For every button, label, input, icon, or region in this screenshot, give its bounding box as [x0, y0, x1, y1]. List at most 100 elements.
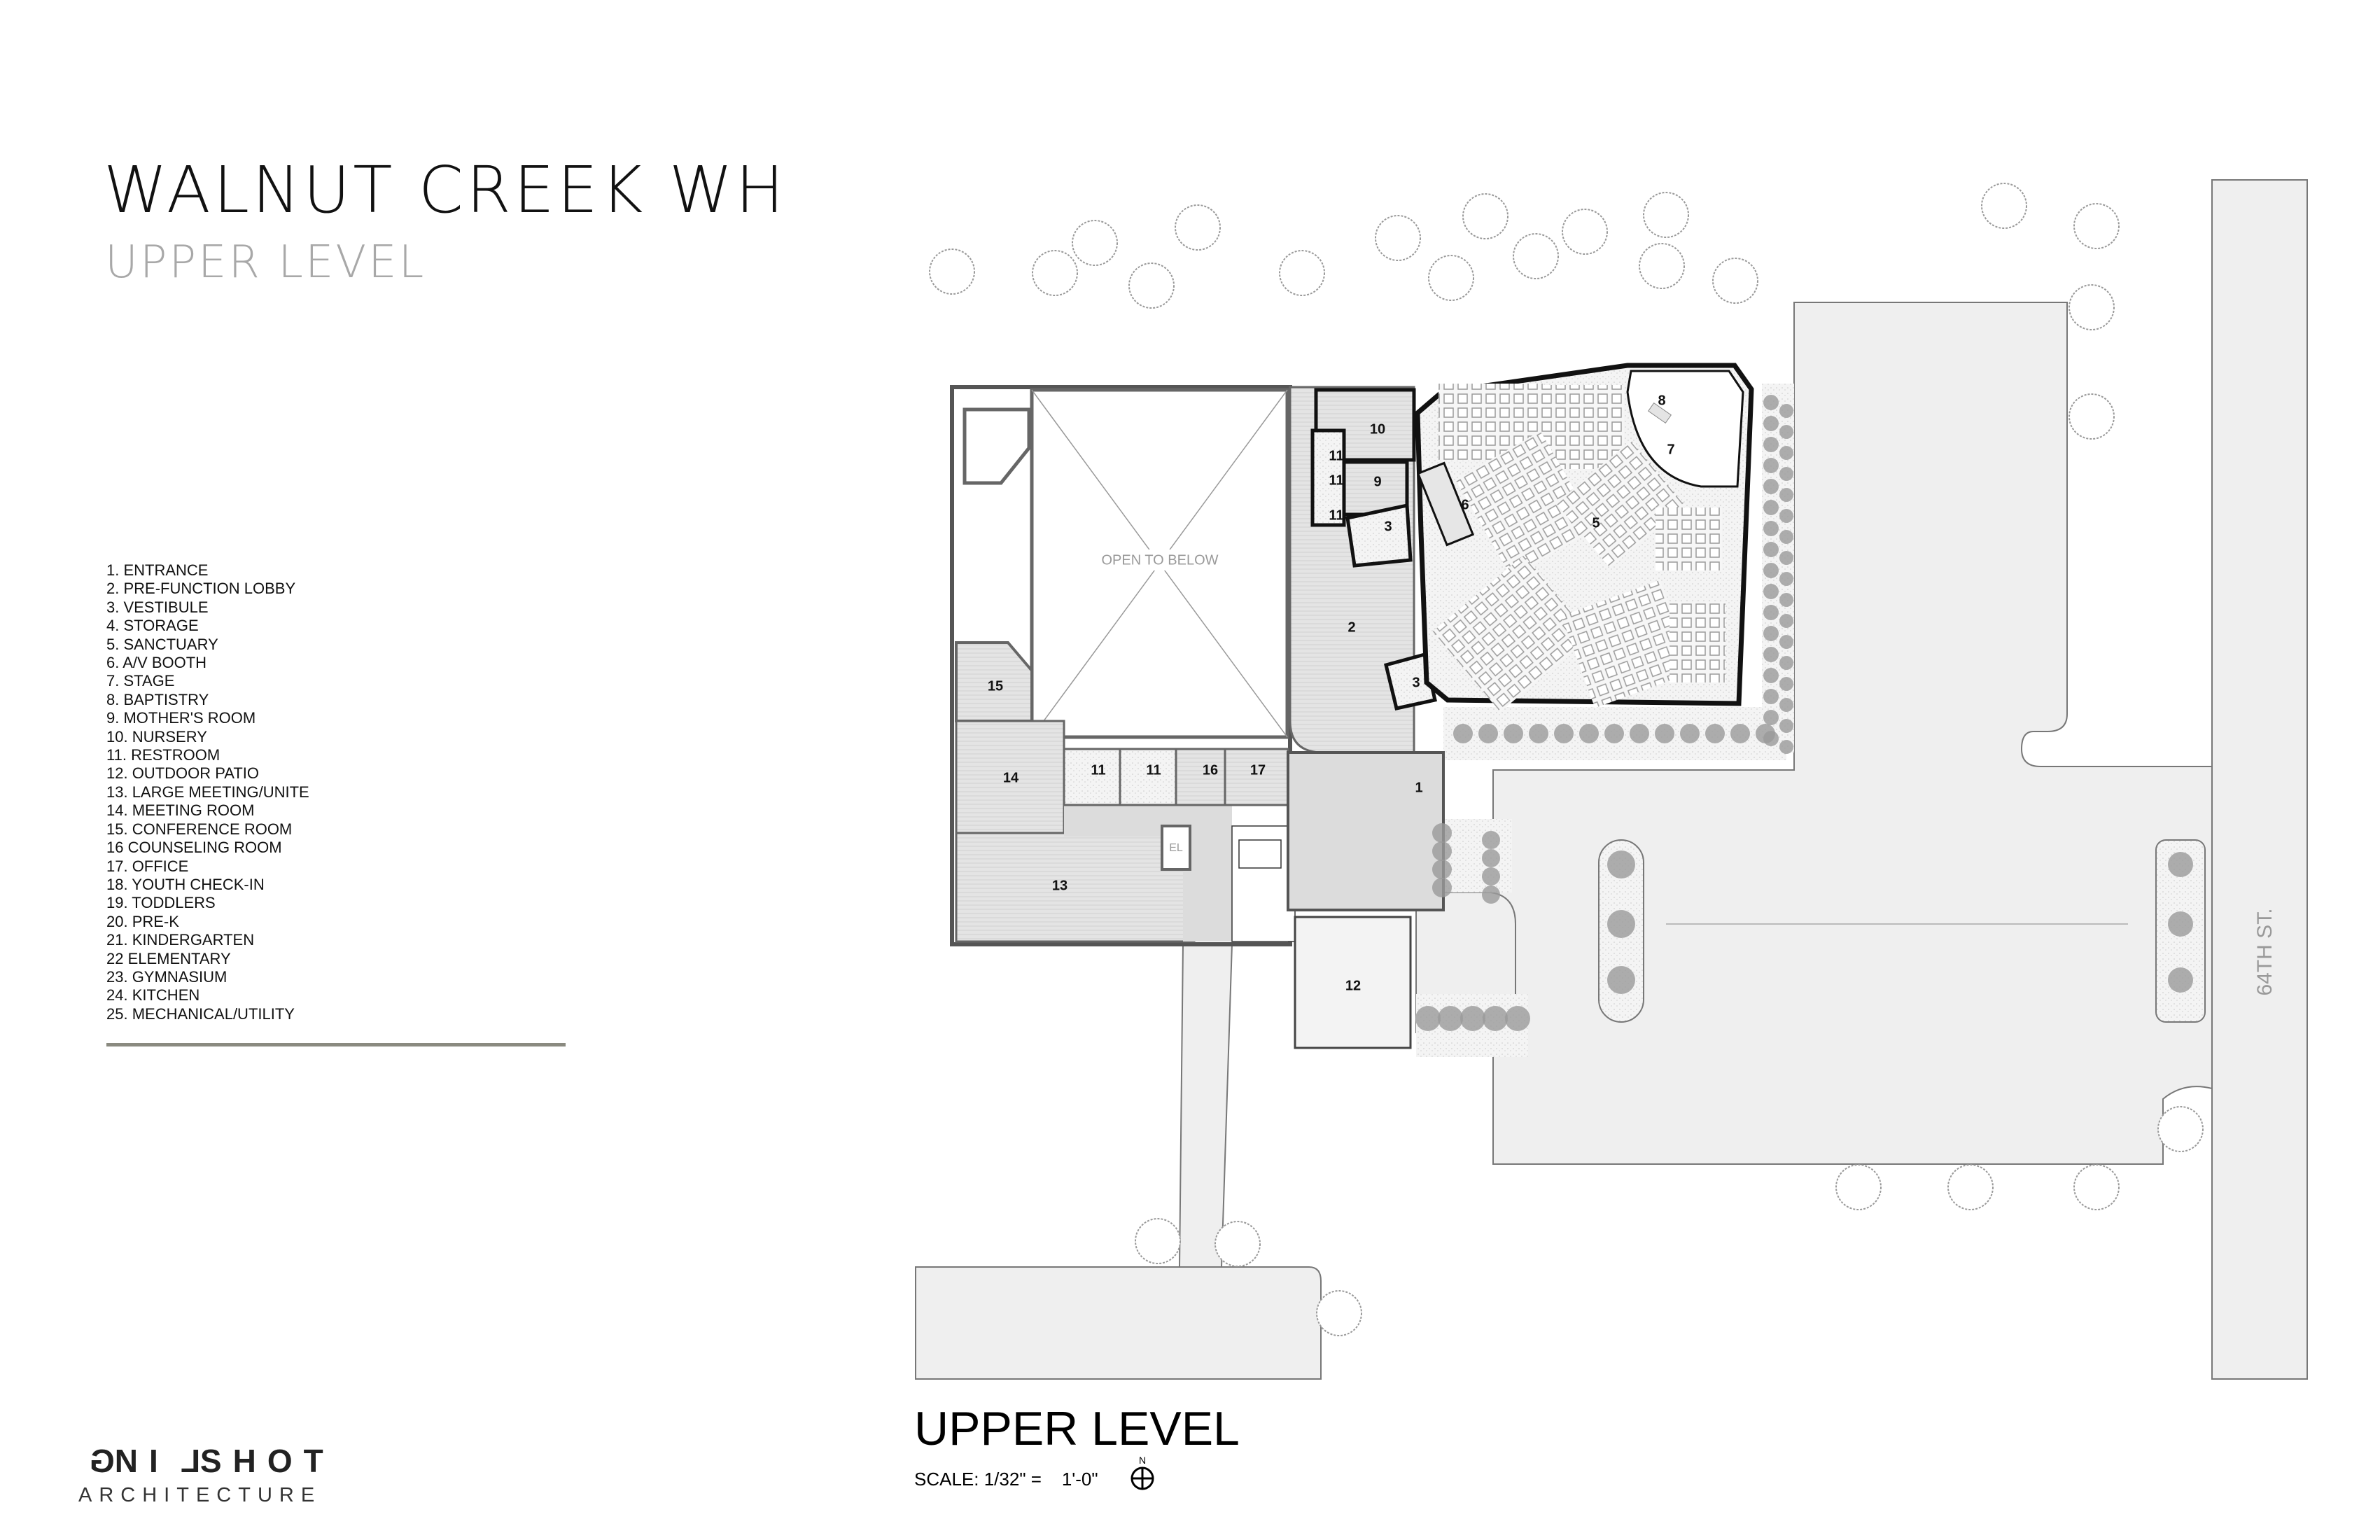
shrub-icon — [1607, 910, 1635, 938]
legend-item: 15. CONFERENCE ROOM — [106, 820, 293, 838]
shrub-icon — [1779, 656, 1793, 670]
shrub-icon — [1763, 458, 1779, 473]
tree-icon — [2068, 393, 2115, 440]
legend-item: 14. MEETING ROOM — [106, 802, 255, 820]
north-label: N — [1138, 1455, 1147, 1466]
shrub-icon — [1680, 724, 1700, 743]
seating-block — [1561, 580, 1694, 708]
shrub-icon — [1604, 724, 1624, 743]
shrub-icon — [1529, 724, 1548, 743]
nursery-suite — [1310, 388, 1438, 710]
shrub-icon — [1705, 724, 1725, 743]
tree-icon — [1428, 255, 1474, 301]
shrub-icon — [1483, 1006, 1508, 1031]
room-label: 12 — [1345, 978, 1361, 993]
legend-item: 18. YOUTH CHECK-IN — [106, 875, 265, 893]
tree-icon — [1279, 250, 1325, 296]
legend-item: 23. GYMNASIUM — [106, 967, 227, 986]
street-label: 64TH ST. — [2253, 908, 2276, 995]
legend-item: 10. NURSERY — [106, 727, 207, 746]
tree-icon — [1513, 233, 1559, 279]
shrub-icon — [1756, 724, 1775, 743]
north-arrow: N — [1128, 1455, 1156, 1494]
shrub-icon — [1779, 740, 1793, 754]
shrub-icon — [1779, 404, 1793, 418]
shrub-icon — [1432, 878, 1452, 897]
open-to-below-label: OPEN TO BELOW — [1101, 552, 1218, 568]
tree-icon — [1639, 243, 1685, 289]
room-label: 16 — [1203, 762, 1218, 778]
walkway — [1178, 944, 1233, 1268]
trees — [929, 183, 2204, 1336]
shrub-icon — [1504, 724, 1523, 743]
shrub-icon — [1779, 635, 1793, 649]
tree-icon — [2157, 1106, 2204, 1152]
legend-item: 4. STORAGE — [106, 617, 199, 635]
shrub-icon — [1763, 521, 1779, 536]
tree-icon — [1375, 215, 1421, 261]
shrub-icon — [1763, 395, 1779, 410]
seating-block — [1656, 507, 1722, 570]
room-label: 14 — [1003, 770, 1019, 785]
shrub-icon — [1554, 724, 1574, 743]
seating — [1432, 384, 1726, 713]
room-label: 1 — [1415, 780, 1422, 795]
shrub-icon — [1763, 542, 1779, 557]
tree-icon — [1032, 250, 1078, 296]
shrub-icon — [1432, 860, 1452, 879]
room-label: 8 — [1658, 393, 1665, 408]
room-label: 2 — [1348, 620, 1355, 635]
tree-icon — [1175, 204, 1221, 251]
tree-icon — [1135, 1218, 1181, 1264]
shrub-icon — [1630, 724, 1649, 743]
tree-icon — [1316, 1290, 1362, 1336]
shrub-icon — [1460, 1006, 1485, 1031]
tree-icon — [1947, 1164, 1994, 1210]
shrub-icon — [1482, 849, 1500, 867]
legend-item: 25. MECHANICAL/UTILITY — [106, 1004, 295, 1023]
shrubs — [1415, 395, 2193, 1031]
legend-divider — [106, 1043, 566, 1046]
room-12-patio — [1294, 916, 1412, 1049]
shrub-icon — [1482, 886, 1500, 904]
shrub-icon — [2168, 967, 2193, 993]
seating-block — [1555, 440, 1686, 568]
tree-icon — [1712, 258, 1758, 304]
stairs — [1231, 825, 1296, 942]
shrub-icon — [1432, 823, 1452, 843]
tree-icon — [1981, 183, 2027, 229]
shrub-icon — [1763, 626, 1779, 641]
shrub-icon — [1779, 530, 1793, 544]
shrub-icon — [1482, 831, 1500, 849]
legend-item: 7. STAGE — [106, 672, 175, 690]
shrub-icon — [1763, 584, 1779, 599]
page-subtitle: UPPER LEVEL — [105, 237, 426, 288]
shrub-icon — [1779, 719, 1793, 733]
tree-icon — [929, 248, 975, 295]
legend-item: 17. OFFICE — [106, 857, 189, 875]
elevator — [1161, 825, 1191, 871]
legend-item: 12. OUTDOOR PATIO — [106, 764, 259, 783]
shrub-icon — [1438, 1006, 1463, 1031]
tree-icon — [1835, 1164, 1882, 1210]
legend-item: 20. PRE-K — [106, 912, 179, 930]
legend-item: 13. LARGE MEETING/UNITE — [106, 783, 309, 801]
shrub-icon — [1779, 509, 1793, 523]
pod-nw — [962, 407, 1031, 485]
seating-block — [1670, 602, 1726, 682]
room-label: 7 — [1667, 442, 1674, 457]
shrub-icon — [1763, 605, 1779, 620]
legend-item: 3. VESTIBULE — [106, 598, 209, 616]
elevator-label: EL — [1169, 842, 1183, 854]
legend-item: 24. KITCHEN — [106, 986, 200, 1004]
av-booth — [1416, 461, 1475, 547]
shrub-icon — [1779, 677, 1793, 691]
legend-item: 5. SANCTUARY — [106, 635, 218, 653]
tree-icon — [1072, 220, 1118, 266]
legend-item: 22 ELEMENTARY — [106, 949, 231, 967]
parking-lot — [1492, 302, 2213, 1165]
scale-note: SCALE: 1/32" = 1'-0" — [914, 1469, 1098, 1490]
tree-icon — [1643, 192, 1689, 238]
